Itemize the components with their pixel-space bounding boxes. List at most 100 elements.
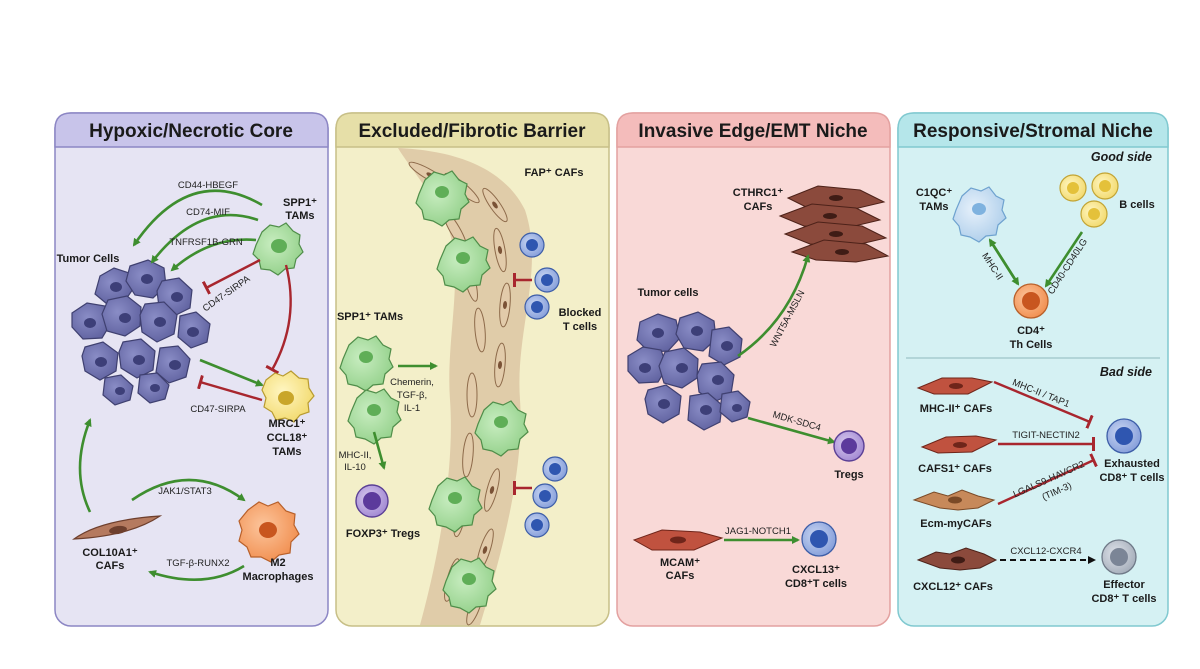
jak1-stat3-label: JAK1/STAT3 xyxy=(158,486,212,497)
effector-cd8-cell xyxy=(1101,539,1137,575)
mcam-caf-cell xyxy=(632,529,724,551)
cthrc1-label-1: CTHRC1⁺ xyxy=(733,187,784,199)
cthrc1-label-2: CAFs xyxy=(744,201,773,213)
panel3-title: Invasive Edge/EMT Niche xyxy=(638,121,867,142)
tumor-cell-cluster xyxy=(71,259,211,406)
embedded-tams xyxy=(415,170,529,614)
mhcii-tap1-inhibition xyxy=(993,380,1094,429)
effector-label-1: Effector xyxy=(1103,579,1145,591)
m2-label-1: M2 xyxy=(270,557,285,569)
tregs-p3-label: Tregs xyxy=(834,469,863,481)
tgf-runx2-label: TGF-β-RUNX2 xyxy=(167,558,230,569)
cd44-hbegf-arrow xyxy=(132,189,263,247)
cxcl12-caf-cell xyxy=(916,547,998,571)
chemerin-label-3: IL-1 xyxy=(404,403,420,414)
spp1-tams-label-1: SPP1⁺ xyxy=(283,197,317,209)
m2-label-2: Macrophages xyxy=(243,571,314,583)
col10a1-label-2: CAFs xyxy=(96,560,125,572)
tumor-to-mrc1-arrow xyxy=(199,358,264,387)
foxp3-tregs-label: FOXP3⁺ Tregs xyxy=(346,528,420,540)
c1qc-tam-cell xyxy=(952,186,1007,243)
mcam-label-1: MCAM⁺ xyxy=(660,557,700,569)
fap-cafs-label: FAP⁺ CAFs xyxy=(525,167,584,179)
cd74-mif-label: CD74-MIF xyxy=(186,207,230,218)
tumor-cells-p3-label: Tumor cells xyxy=(638,287,699,299)
cxcl12-cxcr4-label: CXCL12-CXCR4 xyxy=(1010,546,1081,557)
b-cells xyxy=(1059,172,1119,228)
treg-cell-p3 xyxy=(833,430,865,462)
mrc1-tam-cell xyxy=(261,370,315,423)
cafs1-label: CAFS1⁺ CAFs xyxy=(918,463,992,475)
tumor-cells-label: Tumor Cells xyxy=(57,253,120,265)
mdk-sdc4-arrow xyxy=(747,416,836,445)
col10a1-label-1: COL10A1⁺ xyxy=(82,547,138,559)
mrc1-label-3: TAMs xyxy=(272,446,301,458)
ecm-mycafs-label: Ecm-myCAFs xyxy=(920,518,992,530)
panel-invasive-edge: Invasive Edge/EMT Niche CTHRC1⁺ CAFs Tum… xyxy=(616,112,891,627)
cd44-hbegf-label: CD44-HBEGF xyxy=(178,180,238,191)
cxcl12-cafs-label: CXCL12⁺ CAFs xyxy=(913,581,993,593)
blocked-label-1: Blocked xyxy=(559,307,602,319)
mhc-il10-label-2: IL-10 xyxy=(344,462,366,473)
blocked-label-2: T cells xyxy=(563,321,597,333)
c1qc-label-1: C1QC⁺ xyxy=(916,187,953,199)
mrc1-label-1: MRC1⁺ xyxy=(269,418,306,430)
cd40-cd40lg-arrow xyxy=(1044,231,1084,288)
cd47-sirpa-inhibition-1 xyxy=(201,258,261,295)
wnt5a-msln-arrow xyxy=(737,254,811,358)
cd4-label-1: CD4⁺ xyxy=(1017,325,1045,337)
panel4-title: Responsive/Stromal Niche xyxy=(913,121,1153,142)
exhausted-cd8-cell xyxy=(1106,418,1142,454)
lgals9-havcr2-inhibition xyxy=(997,453,1098,506)
foxp3-treg-cell xyxy=(355,484,389,518)
cd47-sirpa-label-2: CD47-SIRPA xyxy=(190,404,246,415)
mrc1-label-2: CCL18⁺ xyxy=(267,432,308,444)
panel1-title: Hypoxic/Necrotic Core xyxy=(89,121,293,142)
mcam-label-2: CAFs xyxy=(666,570,695,582)
cxcl13-label-2: CD8⁺T cells xyxy=(785,578,847,590)
blocked-t-cells-upper xyxy=(519,232,560,320)
cxcl13-cd8-cell xyxy=(801,521,837,557)
tgf-runx2-arrow xyxy=(148,564,245,581)
spp1-to-mrc1-inhibition xyxy=(265,264,292,375)
caf-to-tumor-arrow xyxy=(78,418,92,513)
spp1-tams-p2-label: SPP1⁺ TAMs xyxy=(337,311,403,323)
spp1-tams-p2 xyxy=(339,335,402,445)
spp1-tam-cell xyxy=(252,222,304,276)
tigit-nectin2-label: TIGIT-NECTIN2 xyxy=(1012,430,1080,441)
mhcii-cafs-label: MHC-II⁺ CAFs xyxy=(920,403,992,415)
jak1-stat3-arrow xyxy=(131,478,246,502)
panel-hypoxic-core: Hypoxic/Necrotic Core xyxy=(54,112,329,627)
mhcii-caf-cell xyxy=(916,377,994,395)
blocked-t-cells-lower xyxy=(524,456,568,538)
exhausted-label-2: CD8⁺ T cells xyxy=(1099,472,1164,484)
cd4-th-cell xyxy=(1013,283,1049,319)
mhc-il10-arrow xyxy=(372,431,387,470)
cxcl13-label-1: CXCL13⁺ xyxy=(792,564,840,576)
panel-fibrotic-barrier: Excluded/Fibrotic Barrier xyxy=(335,112,610,627)
chemerin-label-2: TGF-β, xyxy=(397,390,427,401)
tnfrsf1b-grn-label: TNFRSF1B-GRN xyxy=(169,237,243,248)
c1qc-label-2: TAMs xyxy=(919,201,948,213)
cd4-label-2: Th Cells xyxy=(1010,339,1053,351)
cafs1-caf-cell xyxy=(920,435,998,454)
jag1-notch1-label: JAG1-NOTCH1 xyxy=(725,526,791,537)
cd47-sirpa-inhibition-2 xyxy=(197,374,263,402)
spp1-tams-label-2: TAMs xyxy=(285,210,314,222)
chemerin-label-1: Chemerin, xyxy=(390,377,434,388)
ecm-mycaf-cell xyxy=(912,489,996,511)
exhausted-label-1: Exhausted xyxy=(1104,458,1160,470)
good-side-label: Good side xyxy=(1091,150,1152,164)
panel-responsive-stromal: Responsive/Stromal Niche Good side C1QC⁺… xyxy=(897,112,1169,627)
c1qc-to-cd4-arrow xyxy=(988,239,1020,286)
col10a1-caf-cell xyxy=(72,515,163,540)
tnfrsf1b-grn-arrow xyxy=(170,238,257,272)
m2-macrophage-cell xyxy=(238,501,300,563)
b-cells-label: B cells xyxy=(1119,199,1154,211)
panel2-title: Excluded/Fibrotic Barrier xyxy=(358,121,586,142)
bad-side-label: Bad side xyxy=(1100,365,1152,379)
effector-label-2: CD8⁺ T cells xyxy=(1091,593,1156,605)
mhc-il10-label-1: MHC-II, xyxy=(339,450,372,461)
cd74-mif-arrow xyxy=(150,213,259,264)
